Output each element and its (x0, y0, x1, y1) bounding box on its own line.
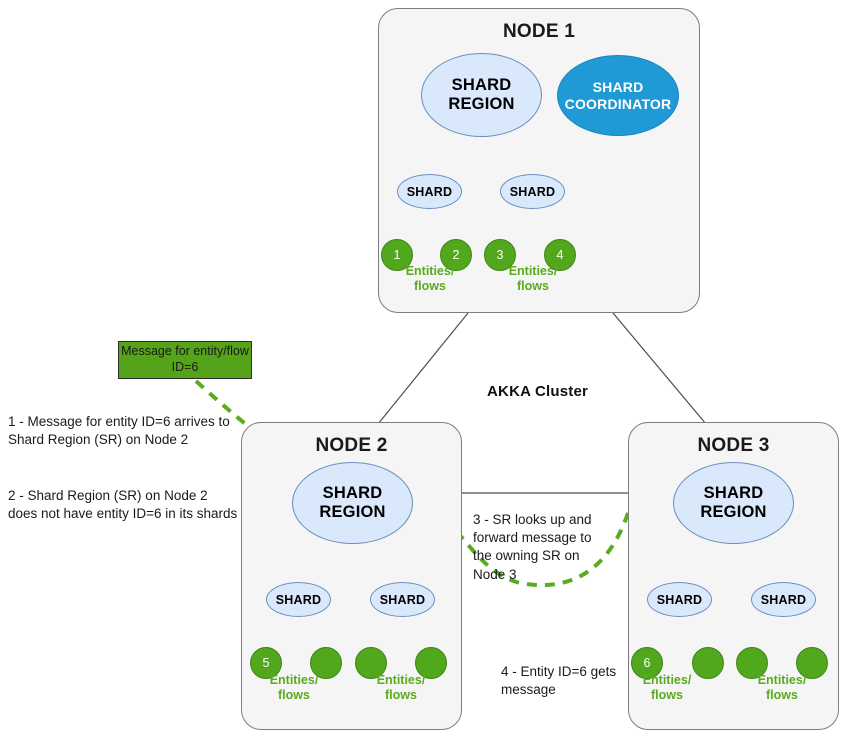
shard-region-node-3[interactable]: SHARD REGION (673, 462, 794, 544)
entity-node-1-3[interactable]: 3 (484, 239, 516, 271)
shard-node-1-right[interactable]: SHARD (500, 174, 565, 209)
shard-label: SHARD (760, 592, 807, 607)
entity-id: 4 (556, 248, 564, 262)
entities-flows-label-node-2-left: Entities/ flows (249, 673, 339, 703)
message-box[interactable]: Message for entity/flow ID=6 (118, 341, 252, 379)
shard-label: SHARD (509, 184, 556, 199)
shard-label: SHARD (656, 592, 703, 607)
cluster-label: AKKA Cluster (487, 383, 589, 400)
entities-flows-label-node-2-right: Entities/ flows (356, 673, 446, 703)
shard-node-2-left[interactable]: SHARD (266, 582, 331, 617)
entity-id: 6 (643, 656, 651, 670)
node-title-node-1: NODE 1 (503, 21, 575, 42)
shard-coordinator-node-1[interactable]: SHARD COORDINATOR (557, 55, 679, 136)
entities-flows-label-node-3-right: Entities/ flows (737, 673, 827, 703)
entity-node-3-3[interactable] (736, 647, 768, 679)
entities-flows-line2: flows (517, 279, 549, 293)
entities-flows-line2: flows (651, 688, 683, 702)
entities-flows-line2: flows (766, 688, 798, 702)
annotation-step-1-line2: Shard Region (SR) on Node 2 (8, 432, 189, 448)
cluster-link-node1-node2 (377, 312, 469, 425)
message-box-line1: Message for entity/flow (121, 344, 249, 359)
annotation-step-2-line1: 2 - Shard Region (SR) on Node 2 (8, 488, 208, 503)
entities-flows-line1: Entities/ (508, 264, 558, 278)
entities-flows-line1: Entities/ (642, 673, 692, 687)
annotation-step-3: 3 - SR looks up and forward message to t… (473, 511, 613, 584)
entity-node-2-1[interactable]: 5 (250, 647, 282, 679)
shard-region-node-1[interactable]: SHARD REGION (421, 53, 542, 137)
entity-node-2-3[interactable] (355, 647, 387, 679)
shard-region-label: SHARD REGION (319, 484, 386, 521)
entity-node-1-1[interactable]: 1 (381, 239, 413, 271)
shard-region-label: SHARD REGION (700, 484, 767, 521)
entities-flows-label-node-1-left: Entities/ flows (385, 264, 475, 294)
annotation-step-3-line4: Node 3 (473, 566, 517, 582)
entities-flows-line1: Entities/ (376, 673, 426, 687)
entity-id: 5 (262, 656, 270, 670)
entity-id: 3 (496, 248, 504, 262)
entity-node-1-2[interactable]: 2 (440, 239, 472, 271)
annotation-step-1-line1: 1 - Message for entity ID=6 arrives to (8, 414, 230, 429)
cluster-link-node1-node3 (612, 312, 707, 425)
annotation-step-4: 4 - Entity ID=6 gets message (501, 663, 631, 699)
shard-coordinator-label-line1: SHARD (592, 79, 644, 96)
entities-flows-label-node-1-right: Entities/ flows (488, 264, 578, 294)
shard-node-3-left[interactable]: SHARD (647, 582, 712, 617)
shard-coordinator-label-line2: COORDINATOR (564, 95, 672, 112)
annotation-step-3-line1: 3 - SR looks up and (473, 512, 592, 527)
annotation-step-1: 1 - Message for entity ID=6 arrives to S… (8, 413, 248, 449)
entities-flows-line1: Entities/ (269, 673, 319, 687)
entity-node-3-1[interactable]: 6 (631, 647, 663, 679)
annotation-step-2-line2: does not have entity ID=6 in its shards (8, 506, 238, 522)
entity-node-2-2[interactable] (310, 647, 342, 679)
annotation-step-2: 2 - Shard Region (SR) on Node 2 does not… (8, 487, 248, 523)
entities-flows-line2: flows (385, 688, 417, 702)
annotation-step-4-line1: 4 - Entity ID=6 gets (501, 664, 617, 679)
annotation-step-3-line2: forward message to (473, 530, 592, 546)
entity-node-3-4[interactable] (796, 647, 828, 679)
node-title-node-3: NODE 3 (697, 435, 770, 456)
node-title-node-2: NODE 2 (315, 435, 388, 456)
annotation-step-3-line3: the owning SR on (473, 548, 580, 564)
entities-flows-line1: Entities/ (757, 673, 807, 687)
shard-region-node-2[interactable]: SHARD REGION (292, 462, 413, 544)
entity-id: 2 (452, 248, 460, 262)
entities-flows-line1: Entities/ (405, 264, 455, 278)
shard-region-label: SHARD REGION (448, 76, 515, 113)
entities-flows-line2: flows (278, 688, 310, 702)
shard-node-3-right[interactable]: SHARD (751, 582, 816, 617)
entities-flows-label-node-3-left: Entities/ flows (622, 673, 712, 703)
entity-node-1-4[interactable]: 4 (544, 239, 576, 271)
annotation-step-4-line2: message (501, 682, 556, 698)
shard-label: SHARD (275, 592, 322, 607)
entity-node-3-2[interactable] (692, 647, 724, 679)
shard-node-2-right[interactable]: SHARD (370, 582, 435, 617)
shard-node-1-left[interactable]: SHARD (397, 174, 462, 209)
shard-label: SHARD (379, 592, 426, 607)
entity-id: 1 (393, 248, 401, 262)
entities-flows-line2: flows (414, 279, 446, 293)
entity-node-2-4[interactable] (415, 647, 447, 679)
message-box-line2: ID=6 (171, 360, 199, 374)
shard-label: SHARD (406, 184, 453, 199)
